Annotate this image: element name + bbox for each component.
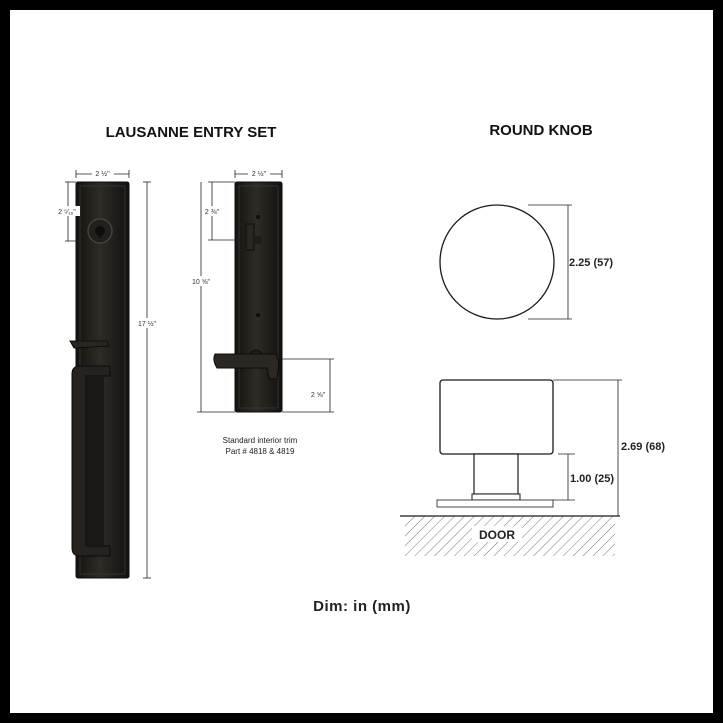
interior-top-offset-label: 2 ⅜" — [205, 209, 220, 216]
exterior-height-label: 17 ½" — [138, 320, 157, 328]
spec-diagram: LAUSANNE ENTRY SET ROUND KNOB 2 ½" 2 ⁵⁄₁… — [54, 122, 665, 615]
diagram-frame: LAUSANNE ENTRY SET ROUND KNOB 2 ½" 2 ⁵⁄₁… — [10, 10, 713, 713]
interior-width-label: 2 ½" — [252, 170, 267, 178]
knob-front-view — [439, 204, 555, 320]
knob-head — [439, 379, 554, 455]
knob-diameter-dimension — [528, 204, 572, 320]
thumb-turn — [245, 223, 255, 251]
interior-lever — [213, 353, 280, 380]
knob-stem — [473, 453, 519, 495]
knob-height-dimensions — [553, 379, 622, 516]
exterior-escutcheon — [69, 181, 130, 579]
units-footer: Dim: in (mm) — [313, 598, 411, 615]
interior-trim-part-number: Part # 4818 & 4819 — [226, 447, 295, 456]
thumb-lever — [69, 340, 110, 349]
knob-stem-height-label: 1.00 (25) — [570, 473, 614, 485]
door-label: DOOR — [479, 528, 515, 542]
knob-side-view: DOOR — [400, 379, 620, 556]
exterior-deadbolt-offset-label: 2 ⁵⁄₁₆" — [58, 209, 76, 216]
interior-lever-offset-label: 2 ⅝" — [311, 392, 326, 399]
exterior-width-label: 2 ½" — [95, 170, 110, 178]
entry-set-title: LAUSANNE ENTRY SET — [106, 124, 277, 141]
knob-rose — [436, 499, 554, 508]
interior-trim-caption: Standard interior trim — [223, 436, 298, 445]
interior-height-label: 10 ⅝" — [192, 279, 211, 286]
knob-diameter-label: 2.25 (57) — [569, 257, 613, 269]
interior-escutcheon — [213, 181, 283, 413]
interior-dimension-lines — [197, 170, 334, 413]
knob-total-height-label: 2.69 (68) — [621, 441, 665, 453]
round-knob-title: ROUND KNOB — [489, 122, 592, 139]
